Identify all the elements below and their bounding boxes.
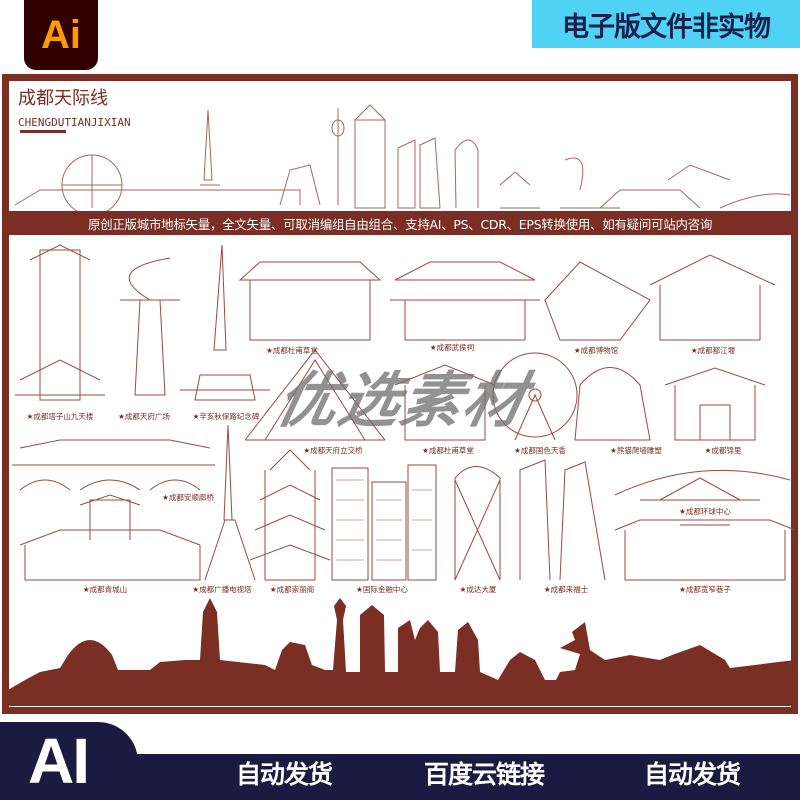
top-skyline-outline	[14, 104, 791, 216]
illustrator-logo: Ai	[24, 0, 98, 70]
landmark-label: ★成都崇丽阁	[269, 585, 315, 594]
tv-tower-outline	[331, 108, 345, 205]
watermark: 优选素材	[270, 366, 534, 436]
landmark-label: ★成都国色天香	[514, 446, 566, 455]
anshun-bridge-outline	[12, 439, 215, 491]
landmark-label: ★成都天府广场	[118, 412, 170, 421]
silhouette-ferris-wheel	[67, 653, 117, 703]
footer-ai-logo: AI	[28, 725, 90, 797]
landmark-label: ★成都环球中心	[679, 507, 731, 516]
tagline-strip: 原创正版城市地标矢量，全文矢量、可取消编组自由组合、支持AI、PS、CDR、EP…	[8, 211, 792, 235]
landmark-label: ★成都天府立交桥	[303, 446, 363, 455]
poster-subtitle: CHENGDUTIANJIXIAN	[18, 116, 131, 129]
landmark-label: ★成都宽窄巷子	[679, 585, 731, 594]
logo-text: Ai	[41, 12, 81, 57]
landmark-label: ★成都安顺廊桥	[162, 493, 214, 502]
landmark-label: ★辛亥秋保路纪念碑	[192, 412, 260, 421]
digital-file-badge: 电子版文件非实物	[532, 0, 800, 48]
poster-title: 成都天际线	[18, 88, 108, 109]
footer-item-auto-delivery-2: 自动发货	[644, 760, 741, 789]
landmark-label: ★成都来福士	[543, 585, 589, 594]
footer-item-auto-delivery: 自动发货	[236, 760, 333, 789]
interchange-bridge-outline	[244, 349, 386, 441]
bottom-skyline-silhouette	[8, 598, 795, 706]
landmark-label: ★国际金融中心	[356, 585, 408, 594]
landmark-label: ★成都塔子山九天楼	[26, 412, 94, 421]
qingcheng-gate-outline	[19, 494, 201, 581]
landmark-label: ★成都青城山	[82, 585, 128, 594]
museum-outline	[544, 261, 651, 341]
tagline-text: 原创正版城市地标矢量，全文矢量、可取消编组自由组合、支持AI、PS、CDR、EP…	[87, 216, 713, 232]
landmark-label: ★成都广播电视塔	[192, 585, 252, 594]
landmark-label: ★成都杜甫草堂	[266, 346, 318, 355]
landmark-outlines	[12, 244, 796, 581]
ifs-tower-1	[331, 467, 369, 581]
hatching	[336, 479, 432, 561]
title-underline	[20, 130, 66, 133]
landmark-label: ★成都博物馆	[573, 346, 619, 355]
landmark-label: ★成都武侯祠	[429, 343, 475, 352]
landmark-label: ★成都杜甫草堂	[422, 446, 474, 455]
du-fu-cottage-outline	[238, 261, 382, 341]
landmark-label: ★熊猫爬墙雕塑	[610, 446, 662, 455]
jiutian-tower-outline	[39, 249, 81, 401]
panda-sculpture-outline	[574, 367, 651, 441]
badge-text: 电子版文件非实物	[562, 11, 771, 43]
landmark-label: ★成达大厦	[459, 585, 497, 594]
footer-item-baidu-link: 百度云链接	[424, 760, 545, 789]
landmark-label: ★成都都江堰	[690, 346, 736, 355]
ferris-outline	[492, 352, 578, 438]
pagoda-outline	[354, 119, 386, 209]
landmark-label: ★成都锦里	[704, 446, 742, 455]
footer-band	[0, 754, 800, 800]
panda-outline	[279, 164, 321, 206]
